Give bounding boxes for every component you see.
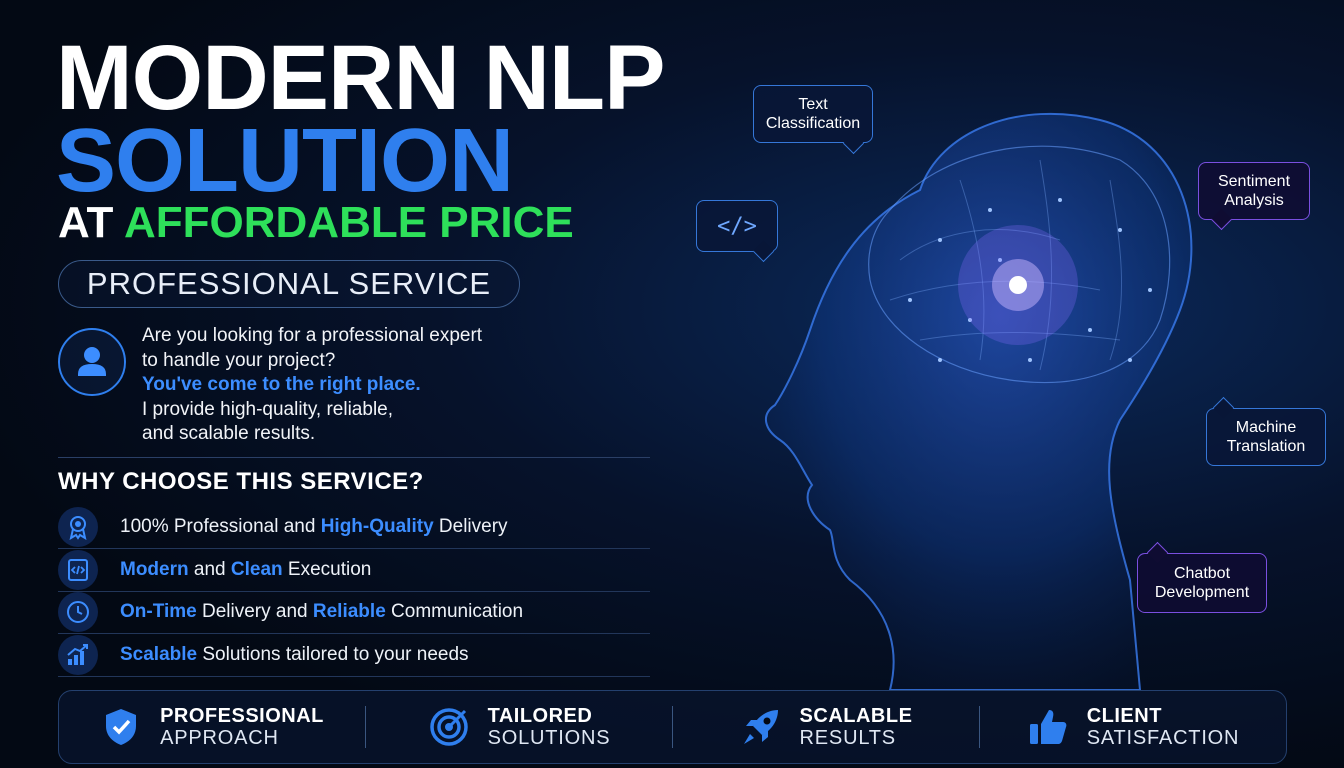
- feature-text: and: [188, 559, 231, 580]
- footer-title: PROFESSIONAL: [160, 705, 324, 727]
- intro-line-3: You've come to the right place.: [142, 374, 421, 395]
- headline-at: AT: [58, 198, 124, 247]
- feature-text: Solutions tailored to your needs: [197, 644, 469, 665]
- professional-service-badge: PROFESSIONAL SERVICE: [58, 260, 520, 308]
- head-silhouette-illustration: [765, 112, 1193, 690]
- footer-divider: [979, 706, 980, 748]
- section-divider: [58, 457, 650, 458]
- bubble-label: Machine: [1235, 419, 1297, 436]
- footer-subtitle: SOLUTIONS: [487, 727, 611, 749]
- headline-line-2: SOLUTION: [56, 111, 514, 211]
- growth-chart-icon: [58, 635, 98, 675]
- award-ribbon-icon: [58, 507, 98, 547]
- intro-text: Are you looking for a professional exper…: [142, 324, 482, 447]
- target-icon: [429, 708, 468, 746]
- bubble-label: Analysis: [1224, 192, 1284, 209]
- thumbs-up-icon: [1029, 710, 1067, 744]
- code-file-icon: [58, 550, 98, 590]
- footer-subtitle: APPROACH: [160, 727, 279, 749]
- feature-text: 100% Professional and: [120, 516, 321, 537]
- shield-check-icon: [106, 709, 137, 745]
- feature-text: Execution: [282, 559, 372, 580]
- footer-subtitle: SATISFACTION: [1086, 727, 1240, 749]
- footer-title: CLIENT: [1086, 705, 1162, 727]
- intro-line-4: I provide high-quality, reliable,: [142, 398, 394, 420]
- footer-title: SCALABLE: [799, 705, 913, 727]
- headline-line-1: MODERN NLP: [56, 27, 665, 129]
- footer-divider: [672, 706, 673, 748]
- bubble-label: Development: [1154, 584, 1250, 601]
- bubble-label: Classification: [765, 115, 861, 132]
- rocket-icon: [743, 710, 778, 744]
- feature-item-on-time: On-Time Delivery and Reliable Communicat…: [58, 591, 650, 634]
- feature-highlight: Clean: [230, 559, 283, 580]
- footer-divider: [365, 706, 366, 748]
- feature-item-modern: Modern and Clean Execution: [58, 549, 650, 592]
- why-choose-title: WHY CHOOSE THIS SERVICE?: [58, 468, 424, 495]
- footer-subtitle: RESULTS: [799, 727, 896, 749]
- clock-icon: [58, 592, 98, 632]
- bubble-label: Chatbot: [1173, 565, 1231, 582]
- feature-text: Communication: [385, 601, 524, 622]
- feature-item-scalable: Scalable Solutions tailored to your need…: [58, 634, 650, 677]
- bubble-label: Translation: [1226, 438, 1306, 455]
- headline-affordable-price: AFFORDABLE PRICE: [123, 198, 574, 247]
- feature-highlight: On-Time: [120, 601, 197, 622]
- feature-text: Delivery and: [196, 601, 313, 622]
- feature-highlight: High-Quality: [320, 516, 434, 537]
- bubble-label: Sentiment: [1217, 173, 1291, 190]
- footer-title: TAILORED: [487, 705, 593, 727]
- intro-line-2: to handle your project?: [142, 349, 336, 371]
- feature-highlight: Modern: [120, 559, 189, 580]
- intro-line-5: and scalable results.: [142, 423, 316, 444]
- intro-line-1: Are you looking for a professional exper…: [142, 325, 483, 346]
- feature-highlight: Reliable: [312, 601, 386, 622]
- feature-highlight: Scalable: [120, 644, 198, 665]
- headline-line-3: AT AFFORDABLE PRICE: [58, 201, 574, 245]
- bubble-label: Text: [798, 96, 828, 113]
- feature-text: Delivery: [433, 516, 508, 537]
- user-avatar-icon: [58, 328, 126, 396]
- feature-item-quality: 100% Professional and High-Quality Deliv…: [58, 506, 650, 549]
